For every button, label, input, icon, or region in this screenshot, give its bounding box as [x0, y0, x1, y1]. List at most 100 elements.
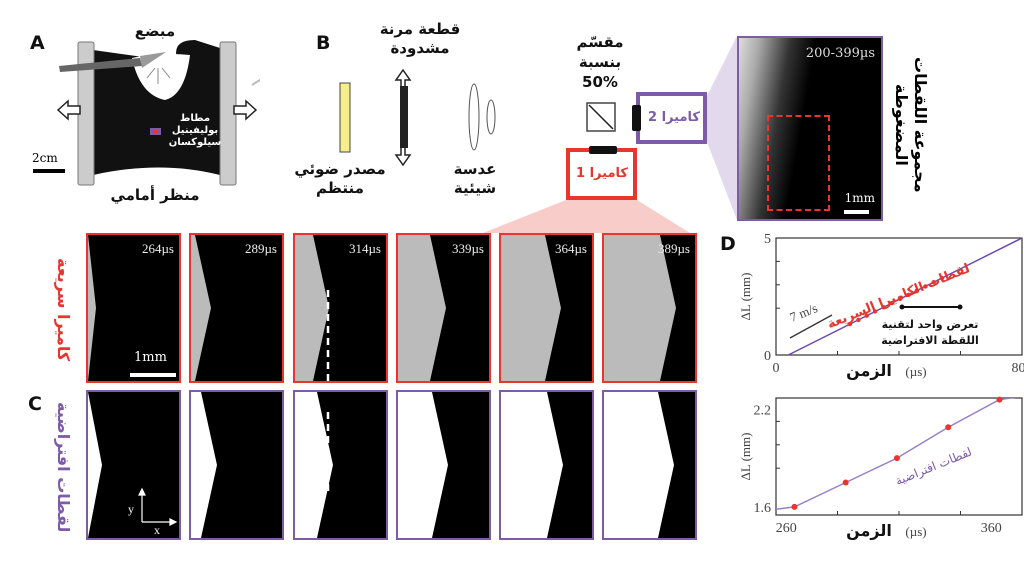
material-line: سيلوكسان: [168, 137, 222, 148]
data-point: [906, 292, 911, 298]
data-point: [898, 296, 903, 302]
fast-frame: 314µs: [293, 233, 388, 383]
data-point: [945, 424, 952, 431]
camera2-projection: [707, 36, 737, 220]
right-arrow-icon: [233, 99, 258, 121]
x-tick-label: 260: [776, 521, 797, 536]
membrane: [400, 86, 408, 148]
panel-a-illustration: [33, 40, 260, 186]
axis-x-label: x: [154, 523, 160, 535]
scale-bar: [33, 169, 65, 173]
exposure-label: اللقطة الافتراضية: [881, 334, 979, 347]
compressed-scale: 1mm: [844, 191, 875, 205]
data-point: [931, 280, 936, 285]
lens-small: [486, 99, 496, 135]
material-label: مطاط بوليفينيل سيلوكسان: [165, 113, 225, 149]
virtual-frame: [86, 390, 181, 540]
scalpel-label: مبضع: [134, 22, 176, 40]
compressed-line: المضغوطة: [892, 84, 911, 166]
splitter-line: بنسبة: [578, 53, 622, 71]
camera1-label: كاميرا 1: [576, 166, 628, 181]
camera1-projection: [483, 200, 690, 233]
camera1-box: كاميرا 1: [566, 146, 637, 200]
y-tick-label: 5: [764, 232, 771, 247]
incision: [132, 54, 190, 100]
virtual-frames-label: لقطات افتراضية: [54, 401, 73, 533]
exposure-arrow-end: [899, 304, 905, 310]
data-point: [996, 396, 1003, 403]
light-line: مصدر ضوئي: [294, 160, 386, 178]
fast-frame: 289µs: [189, 233, 284, 383]
lens-line: شيئية: [453, 179, 497, 197]
data-point: [842, 479, 849, 486]
data-point: [791, 503, 798, 510]
splitter-line: 50%: [582, 73, 618, 91]
fast-frame: 339µs: [396, 233, 491, 383]
left-arrow-icon: [56, 99, 81, 121]
data-point: [939, 275, 945, 281]
compressed-time: 200-399µs: [805, 46, 875, 61]
x-tick-label: 0: [773, 361, 780, 376]
data-point: [889, 300, 895, 306]
series-line: [776, 398, 1016, 511]
material-line: بوليفينيل: [171, 125, 219, 136]
scalpel: [59, 58, 142, 72]
material-line: مطاط: [179, 113, 211, 124]
camera2-label: كاميرا 2: [648, 110, 700, 125]
data-point: [864, 313, 869, 318]
slope-line: [789, 314, 833, 339]
virtual-frame: [189, 390, 284, 540]
fast-frame: 389µs: [602, 233, 697, 383]
frame-time: 389µs: [657, 241, 690, 256]
frame-time: 314µs: [348, 241, 381, 256]
roi-box: [767, 115, 830, 211]
panel-c-label: C: [28, 393, 42, 415]
data-point: [914, 288, 920, 293]
light-source: [339, 82, 351, 153]
membrane-line: قطعة مرنة: [379, 20, 461, 38]
panel-b-label: B: [316, 32, 331, 54]
y-axis-label: ΔL (mm): [738, 273, 753, 321]
virtual-frame: [396, 390, 491, 540]
frame-time: 264µs: [141, 241, 174, 256]
axis-y-label: y: [128, 502, 134, 516]
frame-time: 289µs: [244, 241, 277, 256]
data-point: [856, 317, 861, 323]
compressed-scale-bar: [844, 210, 869, 214]
camera2-lens: [632, 105, 641, 131]
compressed-image: 200-399µs 1mm: [737, 36, 883, 221]
exposure-arrow-end: [957, 304, 963, 310]
frame-scale-label: 1mm: [134, 350, 167, 365]
x-tick-label: 800: [1012, 361, 1024, 376]
fast-frame: 364µs: [499, 233, 594, 383]
fast-frame: 264µs: [86, 233, 181, 383]
x-tick-label: 360: [981, 521, 1002, 536]
series-label: لقطات افتراضية: [893, 445, 974, 489]
splitter-line: مقسّم: [576, 33, 624, 51]
frame-scale-bar: [130, 373, 176, 377]
y-tick-label: 2.2: [754, 403, 772, 418]
optics-illustration: [339, 68, 616, 167]
camera2-box: كاميرا 2: [632, 92, 707, 144]
data-point: [847, 321, 852, 327]
x-axis-unit: (µs): [905, 364, 926, 379]
panel-a-label: A: [30, 32, 45, 54]
y-axis-label: ΔL (mm): [738, 433, 753, 481]
fast-camera-label: كاميرا سريعة: [54, 258, 73, 362]
slope-label: 7 m/s: [788, 300, 820, 325]
x-axis-label: الزمن: [846, 361, 892, 380]
lens-large: [468, 83, 480, 151]
x-axis-label: الزمن: [846, 521, 892, 540]
camera1-lens: [589, 146, 617, 154]
front-view-label: منظر أمامي: [110, 186, 200, 204]
splitter-label: مقسّم بنسبة 50%: [565, 32, 635, 92]
data-point: [923, 284, 928, 289]
y-tick-label: 0: [764, 349, 771, 364]
x-axis-unit: (µs): [905, 524, 926, 539]
light-line: منتظم: [316, 179, 364, 197]
